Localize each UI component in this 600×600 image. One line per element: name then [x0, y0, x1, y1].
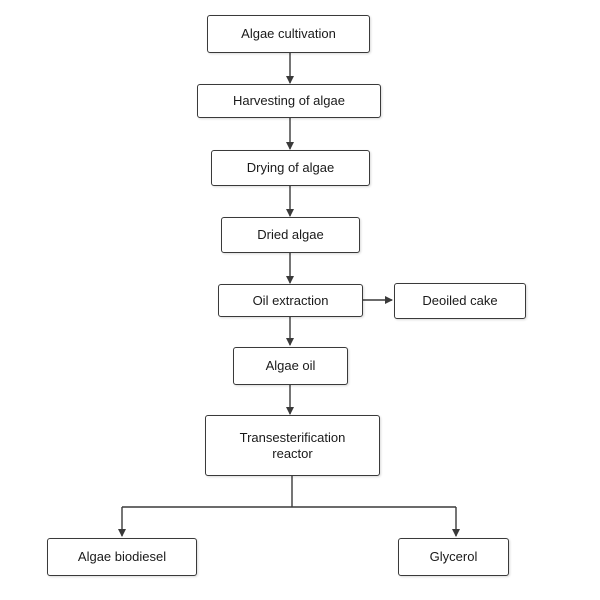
- node-label: Glycerol: [429, 549, 478, 564]
- node-algae-biodiesel: Algae biodiesel: [47, 538, 197, 576]
- node-label: Algae oil: [265, 358, 316, 373]
- node-label-line1: Transesterification: [239, 429, 346, 445]
- node-label: Harvesting of algae: [232, 93, 345, 108]
- node-transesterification-reactor: Transesterification reactor: [205, 415, 380, 476]
- node-dried-algae: Dried algae: [221, 217, 360, 253]
- node-label-line2: reactor: [272, 445, 313, 461]
- node-label: Algae biodiesel: [77, 549, 167, 564]
- node-label: Oil extraction: [252, 292, 329, 308]
- node-label: Drying of algae: [246, 160, 335, 175]
- node-harvesting-of-algae: Harvesting of algae: [197, 84, 381, 118]
- node-label: Algae cultivation: [241, 26, 336, 41]
- node-deoiled-cake: Deoiled cake: [394, 283, 526, 319]
- node-algae-cultivation: Algae cultivation: [207, 15, 370, 53]
- node-label: Deoiled cake: [422, 293, 498, 308]
- node-glycerol: Glycerol: [398, 538, 509, 576]
- node-algae-oil: Algae oil: [233, 347, 348, 385]
- node-label: Dried algae: [257, 227, 324, 242]
- node-drying-of-algae: Drying of algae: [211, 150, 370, 186]
- node-oil-extraction: Oil extraction: [218, 284, 363, 317]
